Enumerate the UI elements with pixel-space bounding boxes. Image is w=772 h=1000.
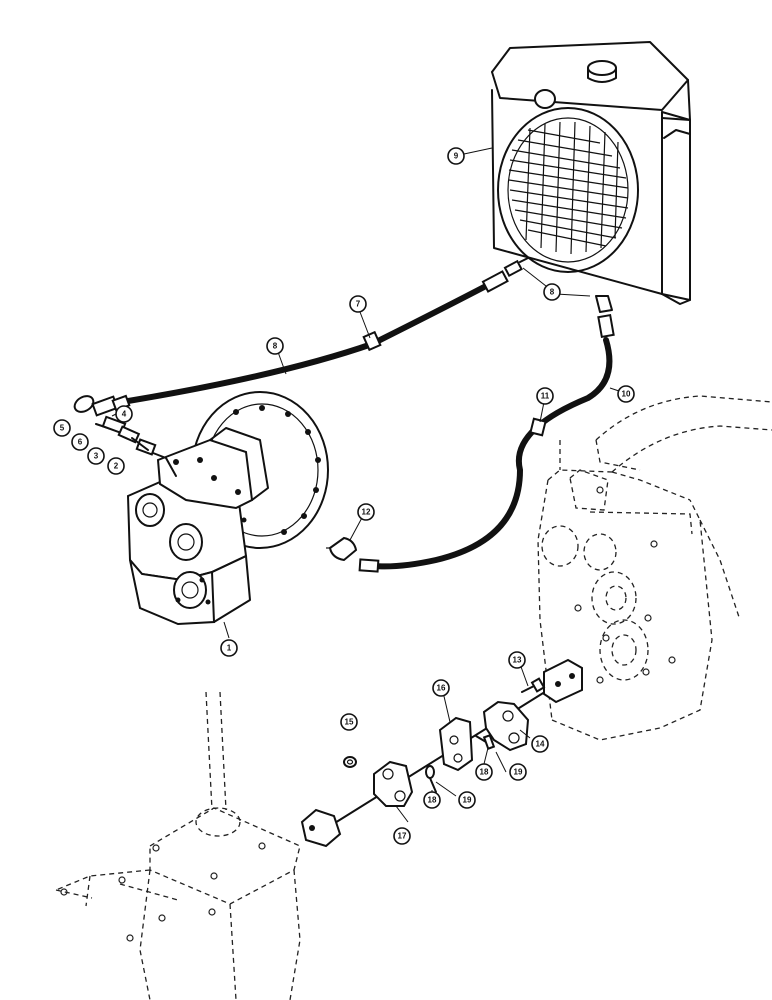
callout-12: 12 <box>357 503 375 521</box>
callout-19-left: 19 <box>458 791 476 809</box>
svg-text:2: 2 <box>114 462 119 471</box>
callout-1: 1 <box>220 639 238 657</box>
svg-text:17: 17 <box>398 832 407 841</box>
callouts: 1 2 3 4 5 6 7 8 8 9 10 11 12 13 14 15 16… <box>53 147 635 845</box>
callout-15: 15 <box>340 713 358 731</box>
callout-5: 5 <box>53 419 71 437</box>
svg-text:16: 16 <box>437 684 446 693</box>
svg-text:4: 4 <box>122 410 127 419</box>
callout-17: 17 <box>393 827 411 845</box>
callout-18-right: 18 <box>475 763 493 781</box>
fitting-12 <box>326 536 358 562</box>
svg-text:8: 8 <box>550 288 555 297</box>
rear-housing <box>537 395 772 741</box>
transmission <box>126 391 329 626</box>
callout-9: 9 <box>447 147 465 165</box>
svg-text:13: 13 <box>513 656 522 665</box>
svg-text:15: 15 <box>345 718 354 727</box>
svg-text:3: 3 <box>94 452 99 461</box>
callout-13: 13 <box>508 651 526 669</box>
callout-10: 10 <box>617 385 635 403</box>
shift-linkage <box>300 658 583 848</box>
svg-text:19: 19 <box>514 768 523 777</box>
callout-16: 16 <box>432 679 450 697</box>
hose-upper <box>119 283 489 405</box>
svg-text:5: 5 <box>60 424 65 433</box>
hoses <box>119 257 615 573</box>
callout-6: 6 <box>71 433 89 451</box>
svg-text:9: 9 <box>454 152 459 161</box>
shift-tower <box>55 691 301 1000</box>
callout-19-right: 19 <box>509 763 527 781</box>
callout-14: 14 <box>531 735 549 753</box>
callout-11: 11 <box>536 387 554 405</box>
hose-lower <box>371 337 613 570</box>
callout-8-hose: 8 <box>266 337 284 355</box>
svg-text:6: 6 <box>78 438 83 447</box>
svg-text:11: 11 <box>541 392 550 401</box>
svg-text:8: 8 <box>273 342 278 351</box>
callout-7: 7 <box>349 295 367 313</box>
svg-text:14: 14 <box>536 740 545 749</box>
radiator <box>491 41 691 305</box>
callout-18-left: 18 <box>423 791 441 809</box>
svg-text:18: 18 <box>480 768 489 777</box>
svg-text:12: 12 <box>362 508 371 517</box>
svg-text:18: 18 <box>428 796 437 805</box>
callout-8-elbow: 8 <box>543 283 561 301</box>
callout-2: 2 <box>107 457 125 475</box>
svg-text:19: 19 <box>463 796 472 805</box>
svg-text:1: 1 <box>227 644 232 653</box>
callout-4: 4 <box>115 405 133 423</box>
callout-3: 3 <box>87 447 105 465</box>
svg-text:7: 7 <box>356 300 361 309</box>
svg-text:10: 10 <box>622 390 631 399</box>
